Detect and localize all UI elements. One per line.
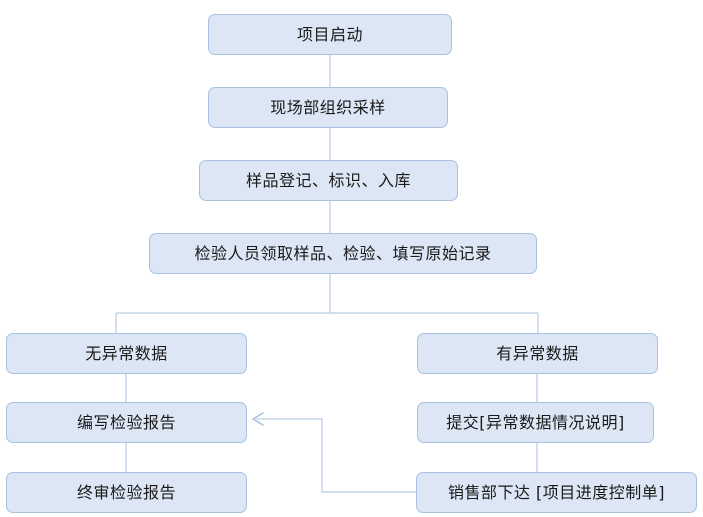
node-sample-registration[interactable]: 样品登记、标识、入库: [199, 160, 458, 201]
node-label: 销售部下达 [项目进度控制单]: [447, 482, 666, 502]
node-label: 无异常数据: [85, 343, 168, 363]
node-label: 项目启动: [296, 24, 363, 44]
node-label: 现场部组织采样: [270, 97, 386, 117]
node-project-start[interactable]: 项目启动: [208, 14, 452, 55]
node-label: 有异常数据: [496, 343, 579, 363]
node-final-inspection-report[interactable]: 终审检验报告: [6, 472, 247, 513]
node-label: 编写检验报告: [76, 412, 176, 432]
node-label: 检验人员领取样品、检验、填写原始记录: [194, 243, 492, 263]
node-label: 提交[异常数据情况说明]: [446, 412, 625, 432]
node-sales-dept-issue-progress-control[interactable]: 销售部下达 [项目进度控制单]: [416, 472, 697, 513]
node-has-abnormal-data[interactable]: 有异常数据: [417, 333, 658, 374]
node-no-abnormal-data[interactable]: 无异常数据: [6, 333, 247, 374]
node-label: 终审检验报告: [76, 482, 176, 502]
node-write-inspection-report[interactable]: 编写检验报告: [6, 402, 247, 443]
node-label: 样品登记、标识、入库: [245, 170, 411, 190]
node-inspector-collect-test-record[interactable]: 检验人员领取样品、检验、填写原始记录: [149, 233, 537, 274]
connector-feedback-loop: [256, 418, 416, 493]
node-submit-abnormal-data-explanation[interactable]: 提交[异常数据情况说明]: [417, 402, 654, 443]
arrowhead-icon: [252, 412, 264, 426]
node-field-dept-sampling[interactable]: 现场部组织采样: [208, 87, 448, 128]
